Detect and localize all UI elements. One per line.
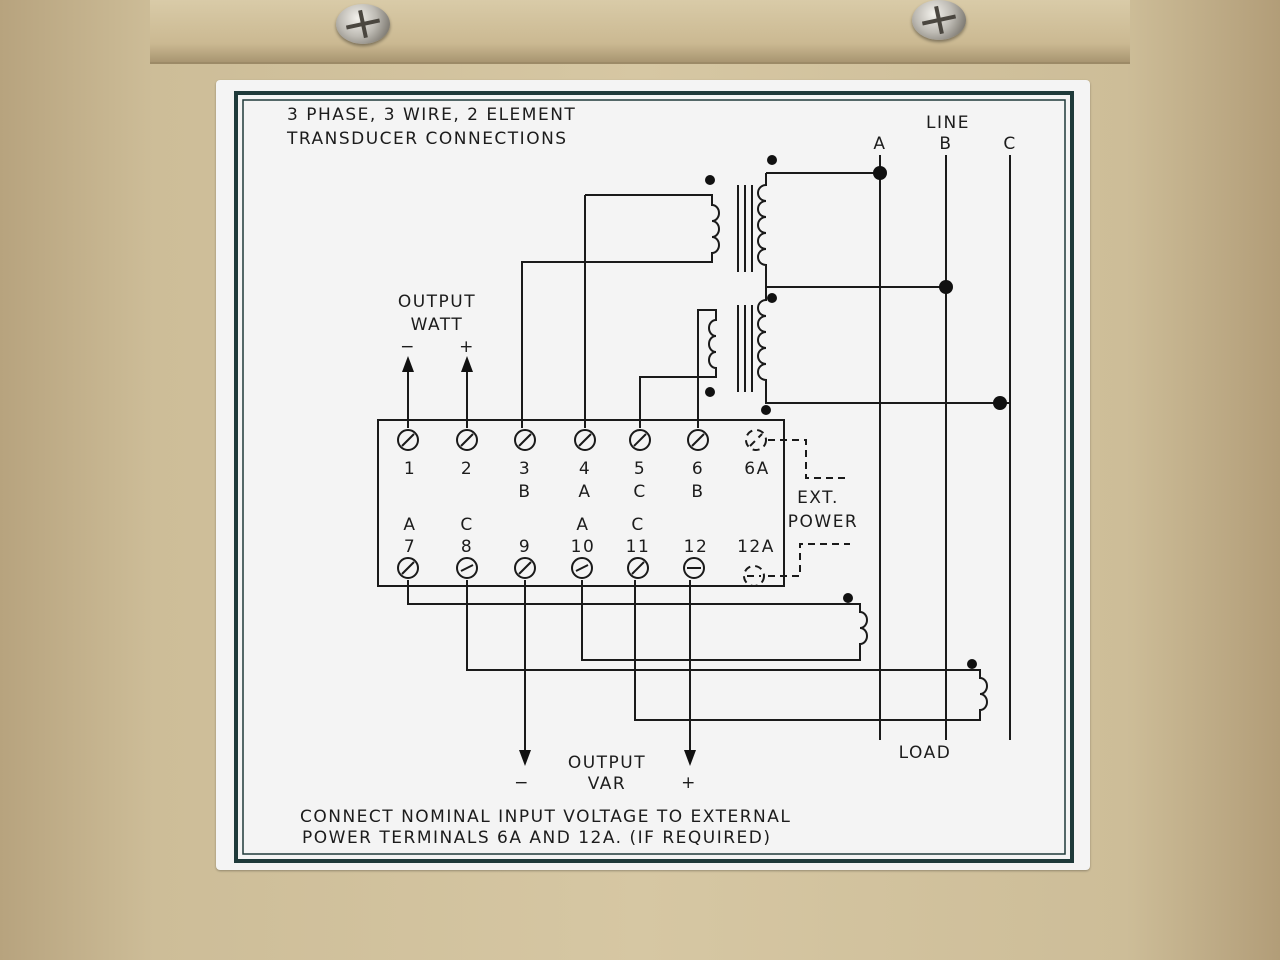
terminal-11-phase: C bbox=[631, 515, 644, 535]
watt-plus-arrow-icon bbox=[461, 356, 473, 372]
terminal-2-num: 2 bbox=[461, 459, 473, 479]
title-line-2: TRANSDUCER CONNECTIONS bbox=[286, 129, 568, 149]
terminal-12-num: 12 bbox=[684, 537, 709, 557]
note-line-1: CONNECT NOMINAL INPUT VOLTAGE TO EXTERNA… bbox=[300, 807, 791, 827]
ext-power-lead-top bbox=[768, 439, 850, 479]
output-var-minus: − bbox=[514, 773, 530, 793]
output-watt-minus: − bbox=[400, 337, 416, 357]
terminal-5-num: 5 bbox=[634, 459, 646, 479]
terminal-9-num: 9 bbox=[519, 537, 531, 557]
housing-lid bbox=[150, 0, 1130, 64]
wiring-label-plate bbox=[216, 80, 1090, 870]
terminal-5-phase: C bbox=[633, 482, 646, 502]
phase-label-c: C bbox=[1003, 134, 1016, 154]
terminal-10-phase: A bbox=[576, 515, 589, 535]
right-screw-icon bbox=[912, 0, 966, 40]
left-screw-icon bbox=[336, 4, 390, 44]
bottom-terminal-screws bbox=[397, 557, 765, 587]
var-plus-arrow-icon bbox=[684, 750, 696, 766]
var-minus-arrow-icon bbox=[519, 750, 531, 766]
phase-label-b: B bbox=[939, 134, 952, 154]
output-watt-plus: + bbox=[459, 337, 475, 357]
terminal-8-num: 8 bbox=[461, 537, 473, 557]
terminal-1-num: 1 bbox=[404, 459, 416, 479]
terminal-6a-num: 6A bbox=[744, 459, 769, 479]
top-terminal-screws bbox=[397, 429, 767, 451]
terminal-3-phase: B bbox=[518, 482, 531, 502]
current-transformer-circuits bbox=[407, 580, 988, 721]
terminal-4-phase: A bbox=[578, 482, 591, 502]
output-var-line-1: OUTPUT bbox=[568, 753, 646, 773]
terminal-6-num: 6 bbox=[692, 459, 704, 479]
load-label: LOAD bbox=[899, 743, 952, 763]
ext-power-line-2: POWER bbox=[788, 512, 859, 532]
terminal-6-phase: B bbox=[691, 482, 704, 502]
terminal-7-phase: A bbox=[403, 515, 416, 535]
plate-border-inner bbox=[242, 99, 1066, 855]
terminal-4-num: 4 bbox=[579, 459, 591, 479]
upper-potential-transformer bbox=[521, 155, 1010, 428]
plate-border-outer bbox=[234, 91, 1074, 863]
ext-power-line-1: EXT. bbox=[797, 488, 839, 508]
line-header: LINE bbox=[926, 113, 970, 133]
ext-power-lead-bottom bbox=[768, 543, 850, 577]
output-watt-line-1: OUTPUT bbox=[398, 292, 476, 312]
watt-minus-arrow-icon bbox=[402, 356, 414, 372]
output-watt-line-2: WATT bbox=[411, 315, 464, 335]
phase-label-a: A bbox=[873, 134, 886, 154]
terminal-7-num: 7 bbox=[404, 537, 416, 557]
terminal-8-phase: C bbox=[460, 515, 473, 535]
title-line-1: 3 PHASE, 3 WIRE, 2 ELEMENT bbox=[287, 105, 576, 125]
terminal-3-num: 3 bbox=[519, 459, 531, 479]
note-line-2: POWER TERMINALS 6A AND 12A. (IF REQUIRED… bbox=[302, 828, 771, 848]
output-var-line-2: VAR bbox=[588, 774, 626, 794]
terminal-11-num: 11 bbox=[626, 537, 651, 557]
output-var-plus: + bbox=[681, 773, 697, 793]
terminal-12a-num: 12A bbox=[737, 537, 775, 557]
terminal-10-num: 10 bbox=[571, 537, 596, 557]
